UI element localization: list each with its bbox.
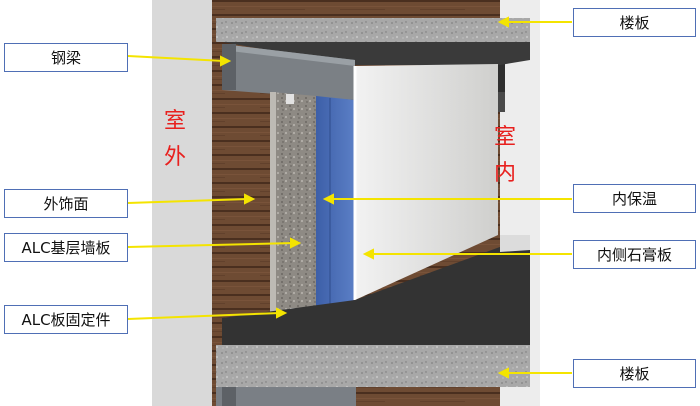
top-slab-edge <box>216 18 530 42</box>
gypsum-board <box>355 64 498 300</box>
lower-steel-beam <box>216 387 356 406</box>
label-alc-base-wall: ALC基层墙板 <box>4 233 128 262</box>
leader-lines <box>127 16 572 379</box>
alc-wall-panel <box>272 92 316 318</box>
bottom-slab-edge <box>216 345 530 387</box>
leader-alc-wall <box>127 242 295 248</box>
leader-alc-fixing <box>127 312 281 320</box>
outdoor-char-1: 室 <box>163 109 186 134</box>
arrow-steel-beam <box>220 55 232 67</box>
label-exterior-finish: 外饰面 <box>4 189 128 218</box>
bottom-slab-surface <box>222 236 530 345</box>
lower-steel-beam-face <box>222 387 236 406</box>
steel-beam-flange <box>222 44 355 66</box>
indoor-char-2: 内 <box>493 161 516 186</box>
leader-steel-beam <box>127 55 225 62</box>
label-interior-insulation: 内保温 <box>573 184 696 213</box>
insulation-layer <box>316 96 355 310</box>
indoor-char-1: 室 <box>493 125 516 150</box>
arrow-insulation <box>322 193 334 205</box>
arrow-alc-fixing <box>276 307 288 319</box>
alc-wall-edge <box>270 92 276 318</box>
alc-fixing-top <box>286 94 294 104</box>
label-floor-slab-bottom: 楼板 <box>573 359 696 388</box>
steel-beam-face <box>222 44 236 90</box>
arrow-alc-wall <box>290 237 302 249</box>
label-floor-slab-top: 楼板 <box>573 8 696 37</box>
leader-exterior-finish <box>127 198 249 204</box>
bottom-slab-right <box>500 235 530 252</box>
label-alc-fixing: ALC板固定件 <box>4 305 128 334</box>
label-interior-gypsum-board: 内侧石膏板 <box>573 240 696 269</box>
indoor-label: 室 内 <box>490 122 520 190</box>
arrow-exterior-finish <box>244 193 256 205</box>
arrow-floor-top <box>497 16 509 28</box>
outdoor-char-2: 外 <box>163 145 186 170</box>
arrow-floor-bottom <box>497 367 509 379</box>
interior-column <box>495 92 505 112</box>
outdoor-label: 室 外 <box>160 106 190 174</box>
label-steel-beam: 钢梁 <box>4 43 128 72</box>
exterior-backdrop <box>152 0 218 406</box>
arrow-gypsum <box>362 248 374 260</box>
